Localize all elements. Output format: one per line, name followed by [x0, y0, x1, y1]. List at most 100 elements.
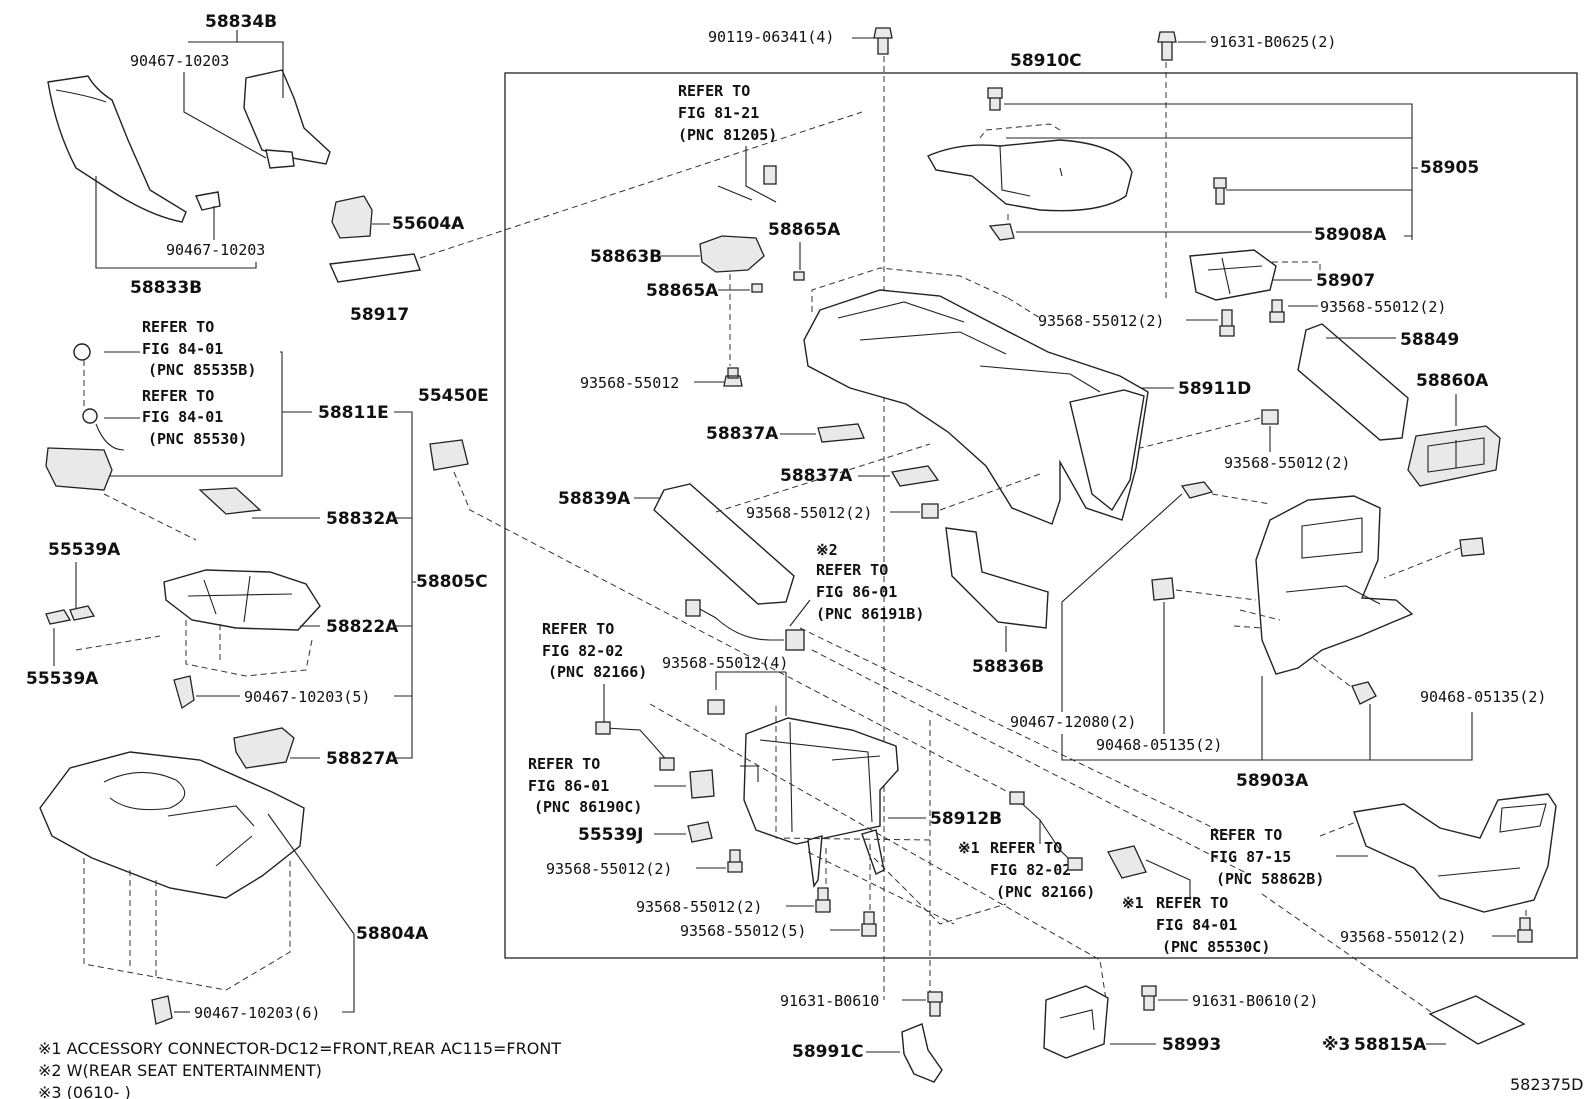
svg-text:※1: ※1	[1122, 894, 1144, 912]
part-conn-86190C	[689, 769, 715, 799]
bolt-93568-4	[707, 699, 725, 715]
label-58860A: 58860A	[1416, 371, 1489, 391]
label-93568-c1: 93568-55012	[580, 374, 679, 392]
label-93568-l1: 93568-55012(2)	[546, 860, 672, 878]
svg-text:FIG 81-21: FIG 81-21	[678, 104, 759, 122]
part-58911D-shape	[803, 267, 1149, 525]
label-93568-r4: 93568-55012(2)	[1340, 928, 1466, 946]
bolt-90468-b	[1351, 681, 1377, 705]
label-58903A: 58903A	[1236, 771, 1309, 791]
part-58991C-shape	[901, 1023, 943, 1083]
label-90468-05135-b: 90468-05135(2)	[1420, 688, 1546, 706]
part-58865A-b	[751, 283, 763, 293]
part-58827A-shape	[233, 727, 295, 769]
bolt-58905-a	[987, 87, 1003, 111]
label-55539A-top: 55539A	[48, 540, 121, 560]
part-58837A-a	[817, 423, 865, 443]
bolt-58905-b	[1213, 177, 1227, 205]
label-58837A-a: 58837A	[706, 424, 779, 444]
svg-text:FIG 84-01: FIG 84-01	[142, 408, 223, 426]
label-58917: 58917	[350, 305, 409, 325]
bolt-91631-b0625	[1157, 31, 1177, 61]
footnote-1: ※1 ACCESSORY CONNECTOR-DC12=FRONT,REAR A…	[38, 1039, 561, 1058]
svg-text:REFER TO: REFER TO	[816, 561, 888, 579]
part-58993-shape	[1043, 985, 1109, 1059]
label-90467-10203-b: 90467-10203	[166, 241, 265, 259]
part-wire-86191B	[697, 607, 784, 641]
svg-text:(PNC 85530): (PNC 85530)	[148, 430, 247, 448]
footnote-2: ※2 W(REAR SEAT ENTERTAINMENT)	[38, 1061, 322, 1080]
part-58860A-shape	[1407, 425, 1501, 487]
svg-text:※2: ※2	[816, 541, 838, 559]
svg-text:REFER TO: REFER TO	[528, 755, 600, 773]
bolt-93568-5	[861, 911, 877, 937]
bolt-91631-b0610-b	[1141, 985, 1157, 1011]
label-58836B: 58836B	[972, 657, 1044, 677]
bolt-93568-c2	[921, 503, 939, 519]
label-91631-b0625: 91631-B0625(2)	[1210, 33, 1336, 51]
ref-block-7: ※1 REFER TO FIG 84-01 (PNC 85530C)	[1122, 894, 1270, 956]
part-58917-shape	[328, 253, 421, 283]
part-58865A-a	[793, 271, 805, 281]
svg-text:(PNC 86191B): (PNC 86191B)	[816, 605, 924, 623]
label-58863B: 58863B	[590, 247, 662, 267]
bolt-93568-r3	[1261, 409, 1279, 425]
clip-90467-12080	[1180, 481, 1214, 499]
label-90119-06341: 90119-06341(4)	[708, 28, 834, 46]
label-91631-b0610-a: 91631-B0610	[780, 992, 879, 1010]
label-58811E: 58811E	[318, 403, 389, 423]
svg-text:(PNC 85535B): (PNC 85535B)	[148, 361, 256, 379]
label-58832A: 58832A	[326, 509, 399, 529]
clip-90468-a	[1151, 577, 1175, 601]
bolt-93568-r2	[1269, 299, 1285, 323]
svg-text:(PNC 81205): (PNC 81205)	[678, 126, 777, 144]
part-58822A-shape	[163, 569, 321, 677]
label-55450E: 55450E	[418, 386, 489, 406]
part-58832A-shape	[198, 487, 262, 515]
svg-text:※1: ※1	[958, 839, 980, 857]
part-55539A-shape	[45, 605, 96, 625]
label-93568-r2: 93568-55012(2)	[1320, 298, 1446, 316]
part-58833B-shape	[47, 75, 221, 223]
svg-text:FIG 82-02: FIG 82-02	[990, 861, 1071, 879]
label-90467-10203-a: 90467-10203	[130, 52, 229, 70]
part-55604A-shape	[331, 195, 373, 239]
label-58804A: 58804A	[356, 924, 429, 944]
svg-text:FIG 86-01: FIG 86-01	[816, 583, 897, 601]
label-58912B: 58912B	[930, 809, 1002, 829]
label-58837A-b: 58837A	[780, 466, 853, 486]
part-58905-lid	[927, 139, 1133, 212]
label-93568-r1: 93568-55012(2)	[1038, 312, 1164, 330]
label-58805C: 58805C	[416, 572, 488, 592]
part-90467-5-shape	[173, 675, 195, 710]
svg-text:(PNC 82166): (PNC 82166)	[548, 663, 647, 681]
part-55450E-shape	[429, 439, 469, 471]
ref-block-5: REFER TO FIG 86-01 (PNC 86190C)	[528, 755, 642, 816]
ref-block-6: ※1 REFER TO FIG 82-02 (PNC 82166)	[958, 839, 1095, 901]
part-58839A-shape	[653, 483, 795, 605]
label-58991C: 58991C	[792, 1042, 864, 1062]
label-58849: 58849	[1400, 330, 1459, 350]
svg-text:FIG 87-15: FIG 87-15	[1210, 848, 1291, 866]
svg-text:REFER TO: REFER TO	[542, 620, 614, 638]
part-58908A-shape	[988, 223, 1015, 241]
bolt-90119	[873, 27, 893, 55]
part-58834B-shape	[243, 69, 331, 169]
part-wire-82166-a	[605, 727, 669, 763]
part-switch-b	[82, 408, 98, 424]
part-switch-a	[73, 343, 91, 361]
part-conn-86191B	[785, 629, 805, 651]
label-58839A: 58839A	[558, 489, 631, 509]
part-58912B-shape	[740, 706, 931, 888]
label-55539J: 55539J	[578, 825, 643, 845]
part-wire-81205	[763, 165, 777, 185]
label-58815A: 58815A	[1354, 1035, 1427, 1055]
part-58907-shape	[1189, 249, 1277, 301]
svg-text:(PNC 85530C): (PNC 85530C)	[1162, 938, 1270, 956]
svg-text:(PNC 58862B): (PNC 58862B)	[1216, 870, 1324, 888]
label-93568-55012-5: 93568-55012(5)	[680, 922, 806, 940]
part-90467-6-shape	[151, 995, 173, 1025]
part-58815A-shape	[1428, 995, 1526, 1045]
part-58863B-shape	[699, 235, 765, 273]
part-58804A-shape	[39, 751, 305, 991]
